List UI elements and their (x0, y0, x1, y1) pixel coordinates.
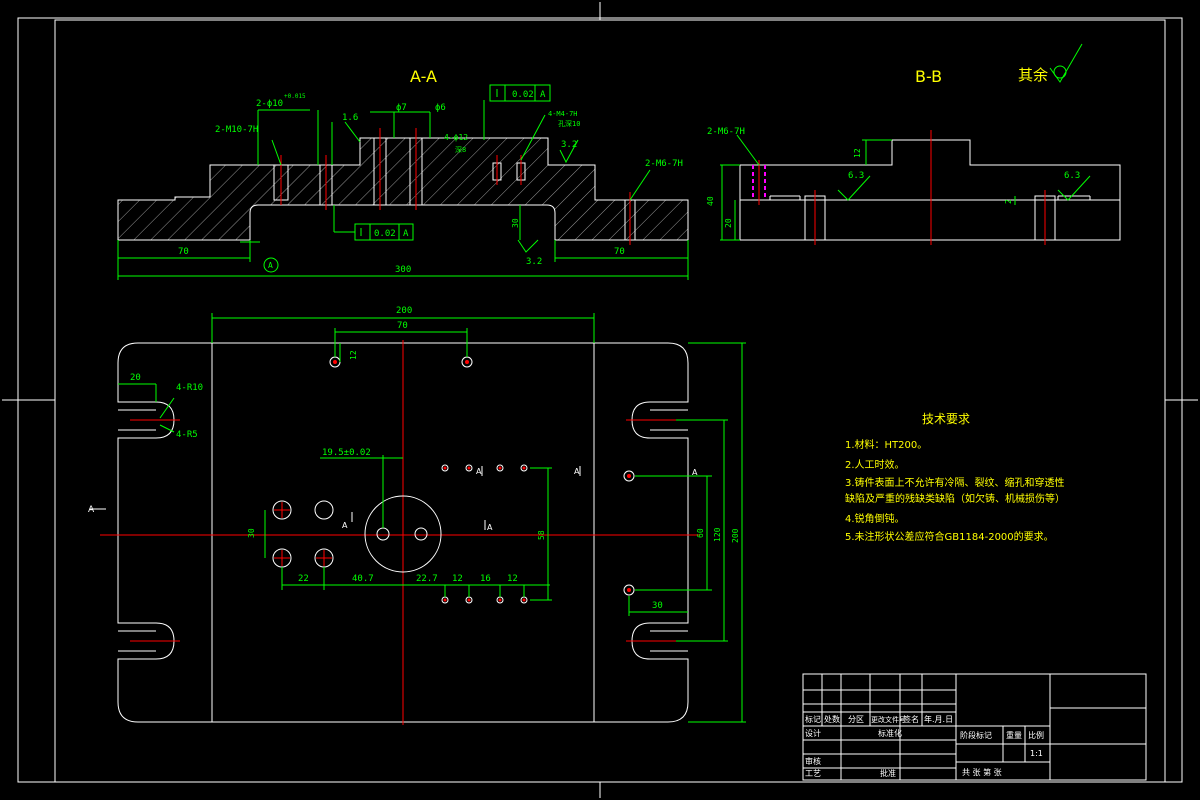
aa-depth-8: 深8 (455, 145, 466, 154)
aa-thread-m4: 4-M4-7H (548, 110, 578, 118)
tb-standardize: 标准化 (878, 728, 902, 738)
tech-req-item-2: 2.人工时效。 (845, 458, 905, 471)
aa-rough-16: 1.6 (342, 113, 358, 123)
tech-req-item-1: 1.材料：HT200。 (845, 438, 927, 451)
tb-sign: 签名 (903, 714, 919, 724)
aa-rough-32-top: 3.2 (561, 140, 577, 150)
tb-date: 年.月.日 (924, 714, 953, 724)
tb-zone: 分区 (848, 715, 864, 724)
rest-roughness-label: 其余 (1018, 66, 1048, 84)
aa-datum-circle: A (268, 261, 273, 270)
plan-dim-12a: 12 (452, 574, 463, 584)
tb-review: 审核 (805, 756, 821, 766)
plan-dim-120: 120 (713, 527, 722, 542)
tb-design: 设计 (805, 728, 821, 738)
aa-datum-bottom: A (403, 229, 409, 239)
tb-stage: 阶段标记 (960, 730, 992, 740)
datum-a-circle-icon (263, 257, 279, 273)
aa-parallel-top: 0.02 (512, 90, 534, 100)
tech-req-item-4: 4.锐角倒钝。 (845, 512, 905, 525)
aa-dia-6: ϕ6 (435, 103, 446, 113)
tech-requirements: 技术要求 1.材料：HT200。 2.人工时效。 3.铸件表面上不允许有冷隔、裂… (845, 412, 1065, 543)
bb-dim-2: 2 (1004, 199, 1013, 204)
tech-req-item-3: 3.铸件表面上不允许有冷隔、裂纹、缩孔和穿透性 (845, 476, 1065, 489)
aa-dim-30: 30 (511, 218, 520, 228)
section-bb-view: 2-M6-7H 40 12 20 2 6.3 6.3 (706, 127, 1121, 245)
plan-dim-70: 70 (397, 321, 408, 331)
plan-dim-12: 12 (349, 350, 358, 360)
tb-scale-value: 1:1 (1030, 749, 1043, 758)
aa-rough-32-bottom: 3.2 (526, 257, 542, 267)
aa-callout-m6: 2-M6-7H (645, 159, 683, 169)
aa-dia-12: 4-ϕ12 (444, 133, 468, 142)
plan-dim-22: 22 (298, 574, 309, 584)
section-aa-label: A-A (410, 67, 437, 86)
plan-dim-60: 60 (696, 528, 705, 538)
bb-dim-40: 40 (706, 196, 715, 206)
plan-dim-30-v: 30 (247, 528, 256, 538)
aa-datum-top: A (540, 90, 546, 100)
tech-req-title: 技术要求 (922, 412, 970, 426)
plan-sect-a5: A (692, 468, 698, 477)
plan-dim-407: 40.7 (352, 574, 374, 584)
plan-dim-30-r: 30 (652, 601, 663, 611)
view-labels: A-A B-B 其余 (410, 43, 1083, 86)
tb-count: 处数 (824, 714, 840, 724)
tb-process: 工艺 (805, 769, 821, 778)
section-aa-view: 2-M10-7H 2-M6-7H 2-ϕ10 +0.015 1.6 ϕ7 ϕ6 … (117, 84, 689, 280)
plan-dim-58: 58 (537, 530, 546, 540)
aa-dim-70-left: 70 (178, 247, 189, 257)
aa-parallel-bottom: 0.02 (374, 229, 396, 239)
section-bb-label: B-B (915, 67, 942, 86)
plan-dim-16: 16 (480, 574, 491, 584)
tb-scale: 比例 (1028, 730, 1044, 740)
title-block: 标记 处数 分区 更改文件号 签名 年.月.日 设计 标准化 阶段标记 重量 比… (802, 673, 1147, 781)
bb-dim-12: 12 (853, 148, 862, 158)
roughness-circle-icon (1053, 65, 1067, 79)
bb-rough-63-right: 6.3 (1064, 171, 1080, 181)
plan-r5: 4-R5 (176, 430, 198, 440)
bb-dim-20: 20 (724, 218, 733, 228)
plan-dim-200v: 200 (731, 528, 740, 543)
bb-rough-63-left: 6.3 (848, 171, 864, 181)
plan-r10: 4-R10 (176, 383, 203, 393)
tech-req-item-5: 5.未注形状公差应符合GB1184-2000的要求。 (845, 530, 1054, 543)
tb-change-doc: 更改文件号 (871, 715, 906, 724)
plan-cut-a-left: A (88, 505, 95, 515)
plan-sect-a1: A (476, 467, 482, 476)
aa-dim-300: 300 (395, 265, 411, 275)
plan-sect-a2: A (574, 467, 580, 476)
tb-approve: 批准 (880, 768, 896, 778)
aa-bore-10: 2-ϕ10 (256, 99, 283, 109)
aa-callout-m10: 2-M10-7H (215, 125, 258, 135)
plan-dim-227: 22.7 (416, 574, 438, 584)
plan-dim-12b: 12 (507, 574, 518, 584)
aa-bore-10-tol: +0.015 (284, 93, 306, 100)
tb-mark: 标记 (805, 714, 821, 724)
plan-dim-20: 20 (130, 373, 141, 383)
tb-sheets: 共 张 第 张 (962, 767, 1002, 777)
plan-dim-200: 200 (396, 306, 412, 316)
aa-dia-7: ϕ7 (396, 103, 407, 113)
aa-thread-depth: 孔深10 (558, 119, 580, 128)
plan-dim-195: 19.5±0.02 (322, 448, 371, 458)
plan-sect-a4: A (487, 523, 493, 532)
bb-callout-m6: 2-M6-7H (707, 127, 745, 137)
plan-sect-a3: A (342, 521, 348, 530)
plan-view: 200 70 12 20 4-R10 4-R5 A 19.5±0.02 30 2… (88, 306, 746, 725)
tech-req-item-3b: 缺陷及严重的残缺类缺陷（如欠铸、机械损伤等） (845, 492, 1065, 505)
roughness-symbol-icon (1049, 43, 1083, 83)
tb-weight: 重量 (1006, 730, 1022, 740)
aa-dim-70-right: 70 (614, 247, 625, 257)
